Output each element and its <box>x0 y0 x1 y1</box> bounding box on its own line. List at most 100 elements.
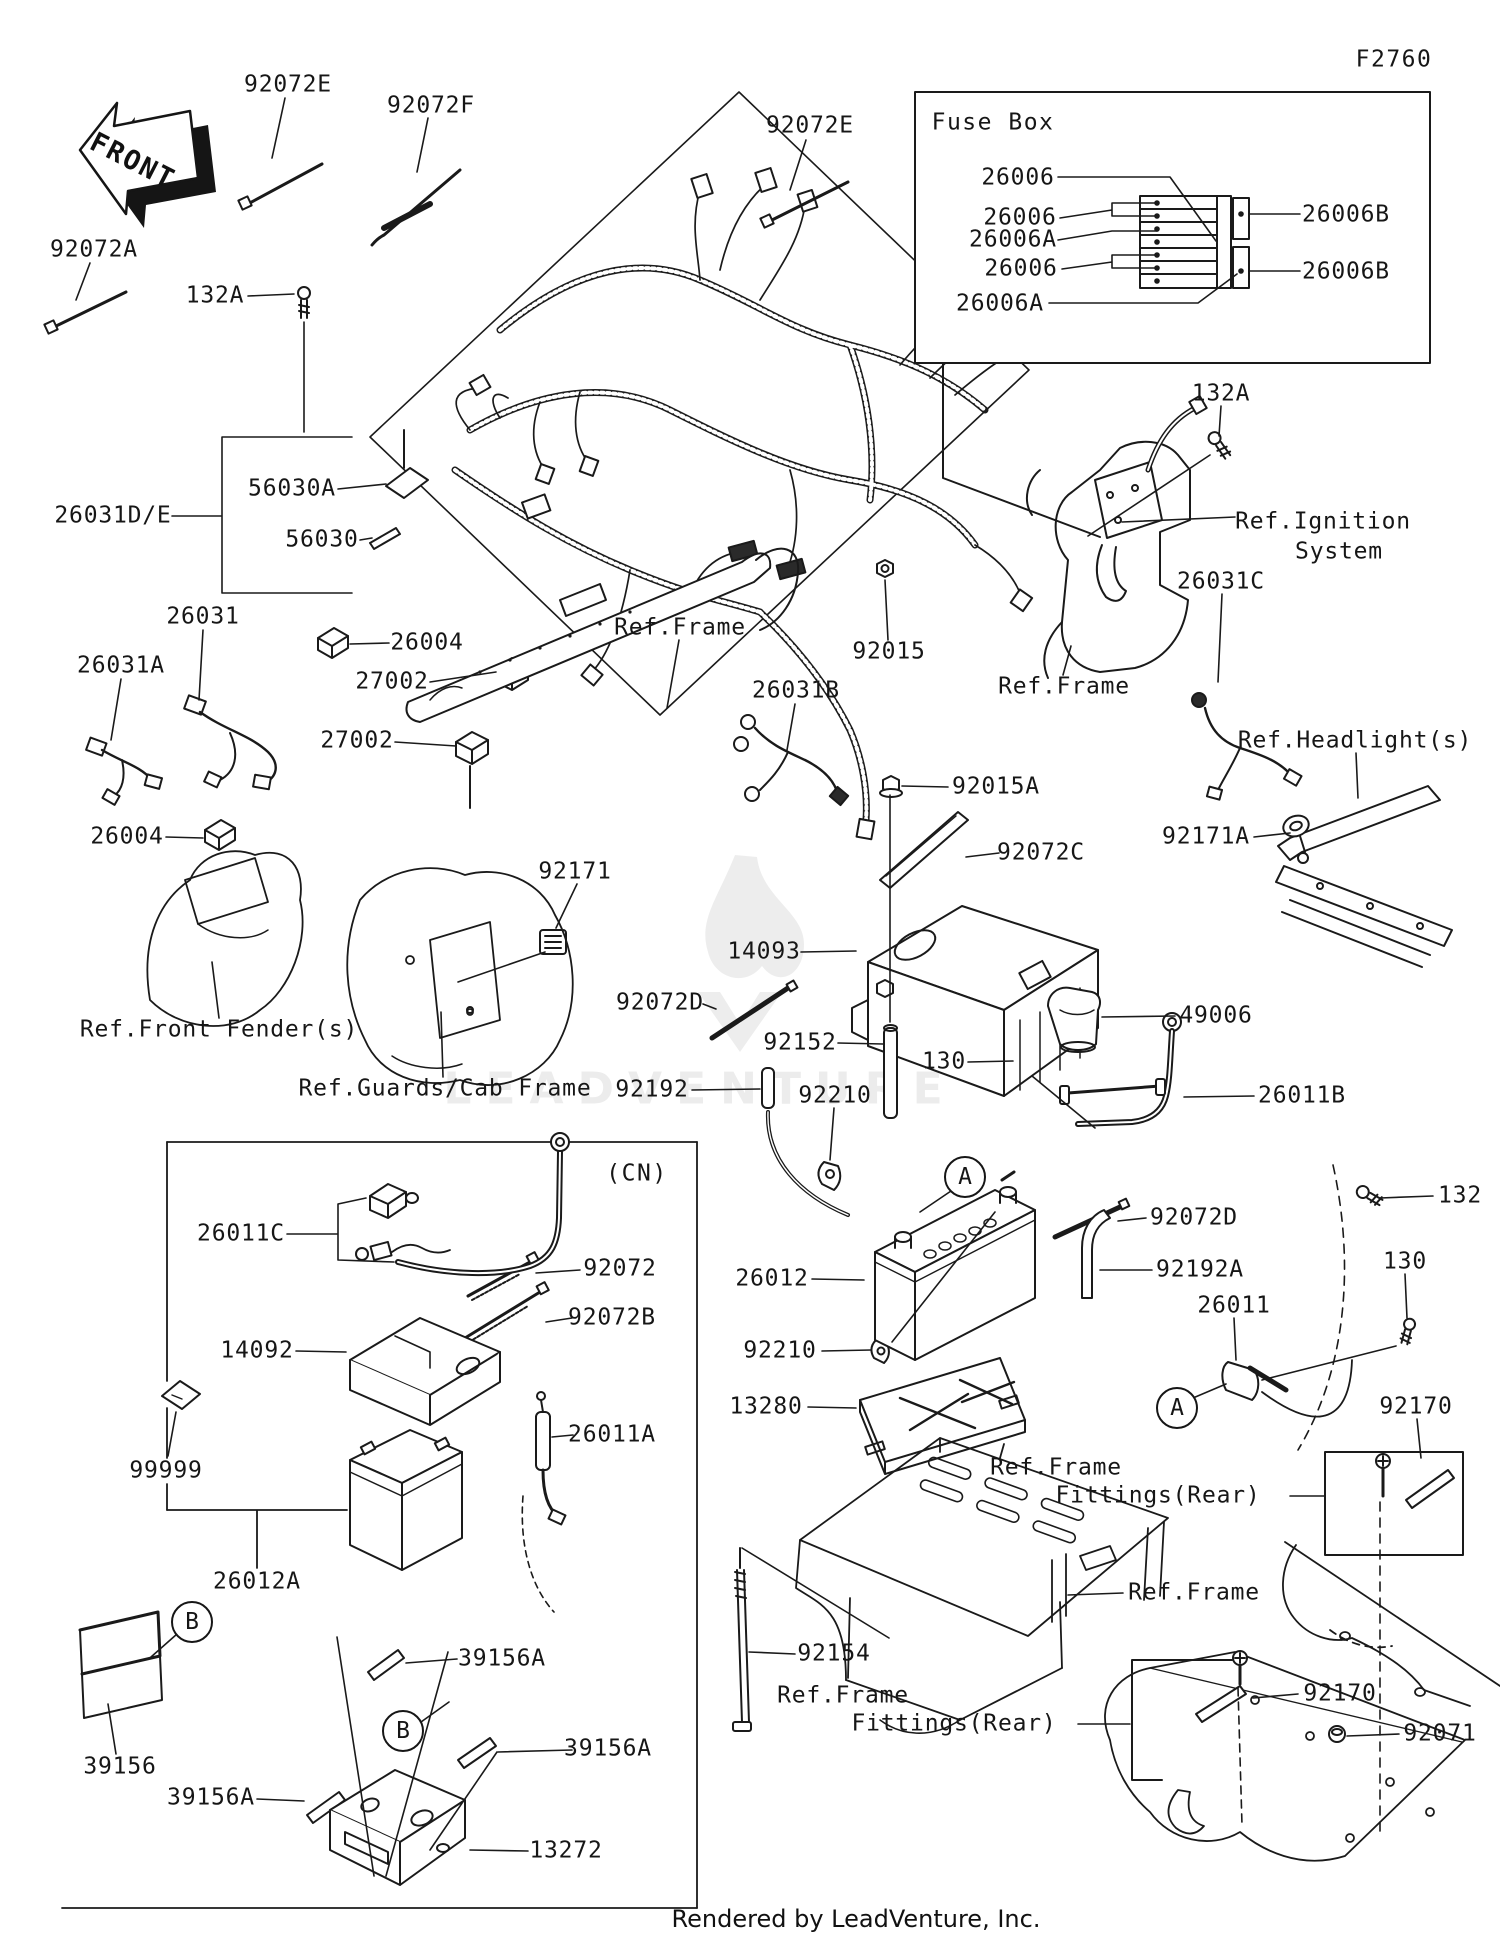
headlight-bracket-sketch <box>1275 785 1453 968</box>
part-label-26031a[interactable]: 26031A <box>77 652 165 679</box>
part-label-26004[interactable]: 26004 <box>90 823 164 850</box>
part-label-39156a[interactable]: 39156A <box>167 1784 255 1811</box>
part-label-26011b[interactable]: 26011B <box>1258 1082 1346 1109</box>
ref-label-system[interactable]: System <box>1295 538 1383 565</box>
bolt-132a-1 <box>297 286 311 319</box>
fuse-box-inset <box>914 91 1431 364</box>
sticker-39156a-2 <box>457 1737 497 1769</box>
part-label-130[interactable]: 130 <box>1383 1248 1427 1275</box>
part-label-92210[interactable]: 92210 <box>798 1082 872 1109</box>
part-label-92154[interactable]: 92154 <box>797 1640 871 1667</box>
part-label-26031b[interactable]: 26031B <box>752 677 840 704</box>
part-label-92192[interactable]: 92192 <box>615 1076 689 1103</box>
part-label-26012a[interactable]: 26012A <box>213 1568 301 1595</box>
ref-label-ref-frame[interactable]: Ref.Frame <box>998 673 1130 700</box>
part-label-26011c[interactable]: 26011C <box>197 1220 285 1247</box>
part-label-13280[interactable]: 13280 <box>729 1393 803 1420</box>
part-label-26011a[interactable]: 26011A <box>568 1421 656 1448</box>
ref-label-ref-ignition[interactable]: Ref.Ignition <box>1235 508 1411 535</box>
part-label-26012[interactable]: 26012 <box>735 1265 809 1292</box>
bracket-13272 <box>329 1636 498 1886</box>
ref-label-ref-front-fender-s[interactable]: Ref.Front Fender(s) <box>79 1016 359 1043</box>
part-label-49006[interactable]: 49006 <box>1179 1002 1253 1029</box>
part-label-56030[interactable]: 56030 <box>285 526 359 553</box>
part-label-26004[interactable]: 26004 <box>390 629 464 656</box>
part-label-132a[interactable]: 132A <box>1191 380 1251 407</box>
part-label-132a[interactable]: 132A <box>185 282 245 309</box>
nut-92071 <box>1328 1725 1346 1743</box>
part-label-92072a[interactable]: 92072A <box>50 236 138 263</box>
part-label-14093[interactable]: 14093 <box>727 938 801 965</box>
terminal-cover-49006 <box>1047 986 1101 1053</box>
part-label-92015a[interactable]: 92015A <box>952 773 1040 800</box>
part-label-92072e[interactable]: 92072E <box>766 112 854 139</box>
part-label-92171a[interactable]: 92171A <box>1162 823 1250 850</box>
ref-label-ref-frame[interactable]: Ref.Frame <box>1128 1579 1260 1606</box>
part-label-132[interactable]: 132 <box>1438 1182 1482 1209</box>
part-label-26006[interactable]: 26006 <box>983 204 1057 231</box>
part-label-27002[interactable]: 27002 <box>320 727 394 754</box>
part-label-92072[interactable]: 92072 <box>583 1255 657 1282</box>
part-label-130[interactable]: 130 <box>922 1048 966 1075</box>
part-label-26031d-e[interactable]: 26031D/E <box>54 502 172 529</box>
part-label-92170[interactable]: 92170 <box>1303 1680 1377 1707</box>
part-label-92072f[interactable]: 92072F <box>387 92 475 119</box>
ref-label-ref-frame[interactable]: Ref.Frame <box>990 1454 1122 1481</box>
ref-label-ref-frame[interactable]: Ref.Frame <box>777 1682 909 1709</box>
frame-rail <box>405 547 800 723</box>
fittings-box-1 <box>1324 1451 1464 1833</box>
ref-label-ref-frame[interactable]: Ref.Frame <box>614 614 746 641</box>
part-label-39156[interactable]: 39156 <box>83 1753 157 1780</box>
part-label-27002[interactable]: 27002 <box>355 668 429 695</box>
view-badge-b: B <box>382 1710 424 1752</box>
part-label-39156a[interactable]: 39156A <box>458 1645 546 1672</box>
part-label-92210[interactable]: 92210 <box>743 1337 817 1364</box>
strip-92072c <box>879 811 969 889</box>
part-label-26006[interactable]: 26006 <box>981 164 1055 191</box>
front-fender-sketch <box>146 850 304 1027</box>
part-label-26006b[interactable]: 26006B <box>1302 258 1390 285</box>
part-label-26006a[interactable]: 26006A <box>956 290 1044 317</box>
part-label-92072c[interactable]: 92072C <box>997 839 1085 866</box>
part-label-92071[interactable]: 92071 <box>1403 1720 1477 1747</box>
battery-26012a <box>349 1429 463 1571</box>
part-label-92171[interactable]: 92171 <box>538 858 612 885</box>
part-label-14092[interactable]: 14092 <box>220 1337 294 1364</box>
part-label-92192a[interactable]: 92192A <box>1156 1256 1244 1283</box>
part-label-26011[interactable]: 26011 <box>1197 1292 1271 1319</box>
ref-label-ref-guards-cab-frame[interactable]: Ref.Guards/Cab Frame <box>298 1075 592 1102</box>
part-label-26006b[interactable]: 26006B <box>1302 201 1390 228</box>
part-label-39156a[interactable]: 39156A <box>564 1735 652 1762</box>
part-label-92152[interactable]: 92152 <box>763 1029 837 1056</box>
part-label-92072d[interactable]: 92072D <box>1150 1204 1238 1231</box>
part-label-56030a[interactable]: 56030A <box>248 475 336 502</box>
cable-assy-26011c <box>355 1132 570 1277</box>
relay-27002-2 <box>455 731 489 809</box>
part-label-92072d[interactable]: 92072D <box>616 989 704 1016</box>
rod-92152 <box>883 794 898 1119</box>
skid-plate-sketch <box>1104 1651 1466 1862</box>
ignition-bracket <box>942 362 1208 679</box>
rear-carrier-sketch <box>795 1437 1169 1734</box>
ref-label-fittings-rear[interactable]: Fittings(Rear) <box>1055 1482 1261 1509</box>
ref-label-ref-headlight-s[interactable]: Ref.Headlight(s) <box>1237 727 1473 754</box>
note-cn: (CN) <box>606 1160 668 1187</box>
part-label-92170[interactable]: 92170 <box>1379 1393 1453 1420</box>
part-label-26031[interactable]: 26031 <box>166 603 240 630</box>
tray-14092 <box>349 1317 501 1426</box>
part-label-26006a[interactable]: 26006A <box>969 226 1057 253</box>
part-label-92015[interactable]: 92015 <box>852 638 926 665</box>
part-label-26006[interactable]: 26006 <box>984 255 1058 282</box>
decal-39156 <box>78 1610 163 1719</box>
part-label-13272[interactable]: 13272 <box>529 1837 603 1864</box>
part-label-26031c[interactable]: 26031C <box>1177 568 1265 595</box>
cable-tie-92072d-1 <box>709 979 799 1041</box>
part-label-99999[interactable]: 99999 <box>129 1457 203 1484</box>
cable-tie-92072f <box>370 168 462 247</box>
ref-label-fittings-rear[interactable]: Fittings(Rear) <box>851 1710 1057 1737</box>
clamp-92210-1 <box>817 1161 842 1191</box>
cable-tie-92072e-2 <box>759 180 850 229</box>
part-label-92072e[interactable]: 92072E <box>244 71 332 98</box>
part-label-92072b[interactable]: 92072B <box>568 1304 656 1331</box>
